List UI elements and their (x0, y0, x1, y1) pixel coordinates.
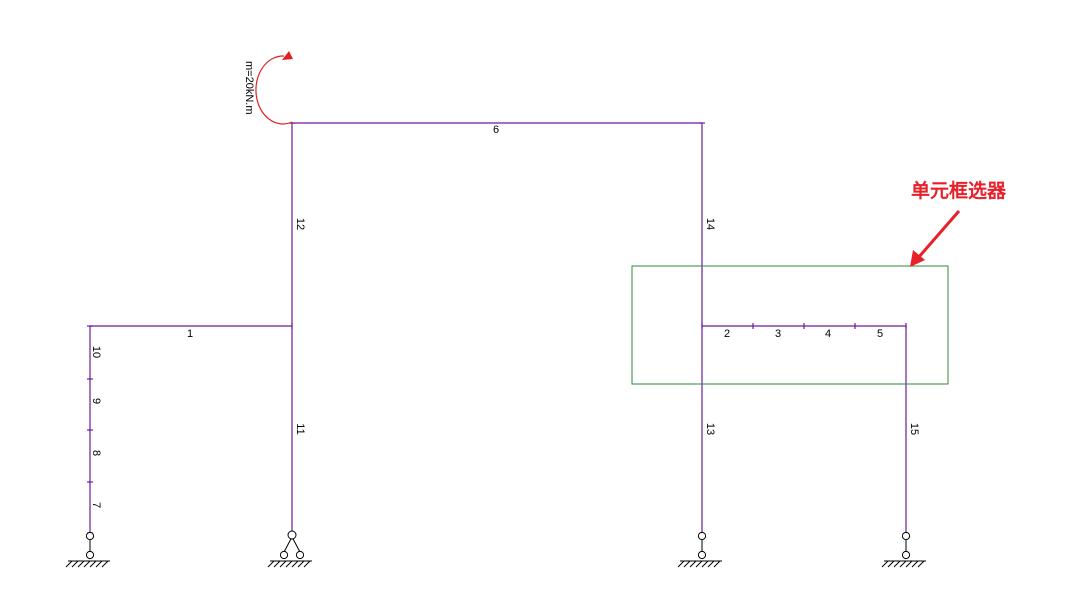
support-hinge-icon (85, 531, 95, 541)
support-hinge-icon (901, 550, 911, 560)
member-label-15: 15 (908, 423, 920, 435)
member-label-13: 13 (704, 423, 716, 435)
ground-hatch (65, 560, 73, 568)
ground-hatch (297, 560, 305, 568)
support-link-s1[interactable] (65, 531, 110, 568)
ground-hatch (695, 560, 703, 568)
annotation-arrowhead-icon (910, 250, 925, 267)
ground-hatch (95, 560, 103, 568)
ground-hatch (267, 560, 275, 568)
ground-hatch (71, 560, 79, 568)
ground-hatch (899, 560, 907, 568)
ground-hatch (279, 560, 287, 568)
member-label-1: 1 (187, 328, 193, 340)
node-ticks-layer (87, 122, 907, 534)
support-hinge-icon (901, 531, 911, 541)
support-hinge-icon (295, 550, 305, 560)
members-layer (89, 122, 907, 533)
support-link-s3[interactable] (677, 531, 722, 568)
member-label-9: 9 (90, 398, 102, 404)
ground-hatch (89, 560, 97, 568)
member-label-12: 12 (294, 218, 306, 230)
ground-hatch (881, 560, 889, 568)
support-pin-leg (291, 536, 301, 553)
ground-hatch (713, 560, 721, 568)
member-label-3: 3 (775, 328, 781, 340)
annotation-arrow-line (916, 210, 961, 259)
support-hinge-icon (287, 530, 297, 540)
member-label-4: 4 (825, 328, 831, 340)
support-link-s4[interactable] (881, 531, 926, 568)
support-hinge-icon (697, 531, 707, 541)
ground-hatch (291, 560, 299, 568)
support-hinge-icon (697, 550, 707, 560)
ground-hatch (83, 560, 91, 568)
ground-hatch (701, 560, 709, 568)
ground-hatch (77, 560, 85, 568)
ground-hatch (303, 560, 311, 568)
moment-label: m=20kN.m (243, 61, 255, 115)
ground-hatch (893, 560, 901, 568)
member-label-7: 7 (90, 502, 102, 508)
support-pin-s2[interactable] (267, 530, 312, 568)
ground-hatch (101, 560, 109, 568)
member-label-6: 6 (493, 124, 499, 136)
member-label-2: 2 (724, 328, 730, 340)
ground-hatch (905, 560, 913, 568)
ground-hatch (707, 560, 715, 568)
annotation-callout: 单元框选器 (910, 179, 1007, 267)
moment-arc (255, 55, 293, 125)
support-hinge-icon (279, 550, 289, 560)
moment-arrowhead-icon (282, 51, 293, 60)
member-label-10: 10 (90, 346, 102, 358)
ground-hatch (917, 560, 925, 568)
moment-load[interactable]: m=20kN.m (243, 51, 293, 125)
member-label-11: 11 (294, 423, 306, 434)
ground-hatch (887, 560, 895, 568)
ground-hatch (677, 560, 685, 568)
support-hinge-icon (85, 550, 95, 560)
element-box-selector[interactable] (631, 265, 949, 385)
ground-hatch (273, 560, 281, 568)
supports-layer (65, 530, 926, 568)
ground-hatch (689, 560, 697, 568)
ground-hatch (911, 560, 919, 568)
ground-hatch (285, 560, 293, 568)
ground-hatch (683, 560, 691, 568)
support-pin-leg (283, 536, 293, 553)
member-label-8: 8 (90, 450, 102, 456)
annotation-text: 单元框选器 (911, 179, 1007, 202)
member-label-5: 5 (877, 328, 883, 340)
member-label-14: 14 (704, 218, 716, 230)
